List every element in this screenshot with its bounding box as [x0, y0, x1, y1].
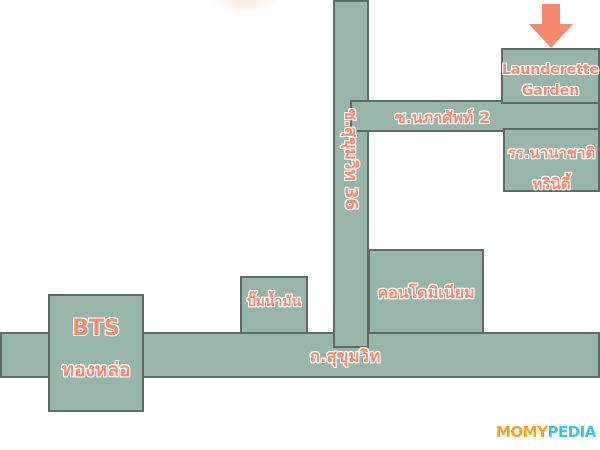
- sukhumvit-label: ถ.สุขุมวิท: [309, 347, 381, 367]
- school-label-line1: รร.นานาชาติ: [507, 144, 596, 162]
- momypedia-logo: MOMYPEDIA: [496, 423, 596, 441]
- down-arrow-icon: [529, 4, 573, 48]
- logo-part-1: MOMY: [496, 423, 548, 441]
- gas-station-box: [240, 276, 308, 334]
- launderette-garden-box: [501, 48, 600, 104]
- logo-part-2: PEDIA: [547, 423, 596, 441]
- condominium-label: คอนโดมิเนียม: [377, 283, 475, 302]
- gas-station-label: ปั๊มน้ำมัน: [246, 294, 302, 310]
- soi-napasap-2-label: ซ.นภาศัพท์ 2: [394, 108, 491, 127]
- sukhumvit-36-label: ซ.สุขุมวิท 36: [340, 108, 361, 211]
- trinity-school-box: [503, 128, 600, 192]
- bts-label: BTS: [72, 316, 120, 341]
- road-sukhumvit-36: [333, 0, 369, 348]
- destination-label-line2: Garden: [521, 83, 580, 99]
- condominium-box: [368, 249, 484, 334]
- road-soi-napasap-2: [350, 100, 600, 132]
- bts-thonglor-box: [48, 294, 144, 412]
- decorative-blob: [205, 0, 285, 12]
- thonglor-label: ทองหล่อ: [61, 359, 131, 381]
- school-label-line2: ทรินิตี้: [532, 175, 571, 193]
- destination-label-line1: Launderette: [501, 62, 600, 78]
